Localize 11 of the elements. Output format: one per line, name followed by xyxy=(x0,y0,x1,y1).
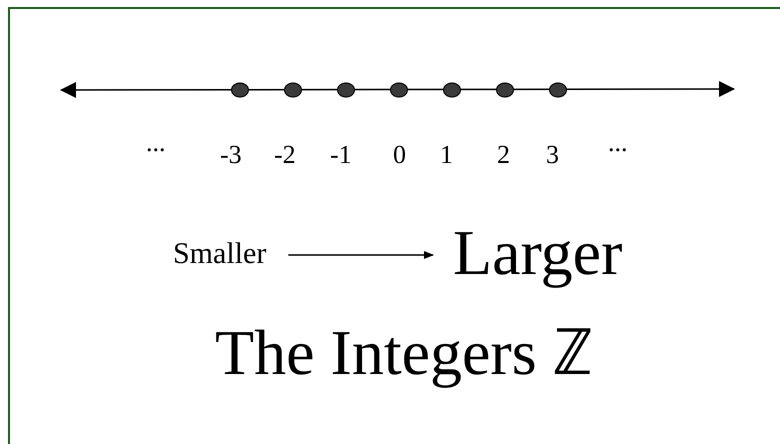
number-label: -1 xyxy=(330,142,352,168)
number-label: 2 xyxy=(497,142,510,168)
number-label: -2 xyxy=(274,142,296,168)
number-label: 3 xyxy=(546,142,559,168)
number-label: 1 xyxy=(440,142,453,168)
arrow xyxy=(288,251,434,259)
number-label: 0 xyxy=(393,142,406,168)
axis-end-label: Smaller xyxy=(173,239,266,269)
ellipsis: ... xyxy=(146,130,166,156)
ellipsis: ... xyxy=(608,130,628,156)
number-label: -3 xyxy=(220,142,242,168)
